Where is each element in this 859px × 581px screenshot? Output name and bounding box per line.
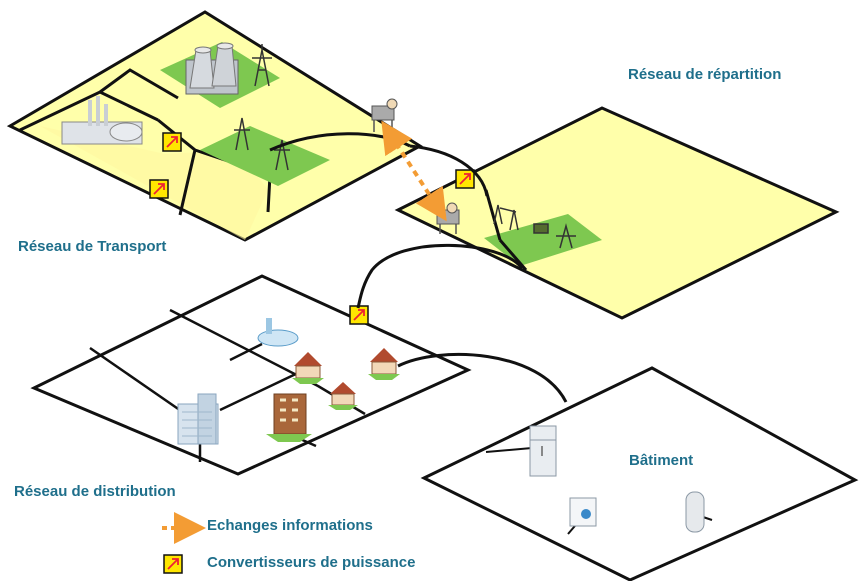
building-network bbox=[420, 366, 859, 581]
label-transport: Réseau de Transport bbox=[18, 238, 167, 255]
information-exchange-arrow bbox=[381, 120, 447, 222]
house-icon bbox=[328, 382, 358, 410]
house-icon bbox=[292, 352, 324, 384]
factory-icon bbox=[61, 96, 143, 145]
substation-field bbox=[200, 126, 330, 186]
repartition-network bbox=[394, 106, 840, 320]
converter-icon bbox=[455, 169, 475, 189]
distribution-network bbox=[30, 274, 472, 476]
repartition-pylons-icon bbox=[493, 204, 576, 249]
substation-pylons-icon bbox=[234, 117, 290, 171]
label-repartition: Réseau de répartition bbox=[628, 66, 782, 83]
refrigerator-icon bbox=[529, 425, 557, 477]
legend-converter-icon bbox=[163, 554, 183, 574]
converter-icon bbox=[162, 132, 182, 152]
control-operator-icon bbox=[371, 98, 398, 132]
converter-icon bbox=[149, 179, 169, 199]
washing-machine-icon bbox=[569, 497, 597, 527]
house-icon bbox=[368, 348, 400, 380]
repartition-field bbox=[484, 214, 602, 266]
distribution-building-line bbox=[397, 352, 568, 403]
office-building-icon bbox=[177, 393, 219, 445]
water-plant-icon bbox=[257, 318, 299, 347]
nuclear-plant-icon bbox=[185, 42, 239, 95]
converter-icon bbox=[349, 305, 369, 325]
repartition-distribution-line bbox=[356, 243, 524, 309]
apartment-building-icon bbox=[266, 393, 312, 442]
label-batiment: Bâtiment bbox=[629, 452, 694, 469]
legend-converters-label: Convertisseurs de puissance bbox=[207, 554, 416, 571]
pylon-icon bbox=[252, 44, 272, 87]
label-distribution: Réseau de distribution bbox=[14, 483, 176, 500]
legend-exchanges-label: Echanges informations bbox=[207, 517, 373, 534]
water-heater-icon bbox=[685, 491, 705, 533]
transport-network bbox=[6, 10, 423, 242]
